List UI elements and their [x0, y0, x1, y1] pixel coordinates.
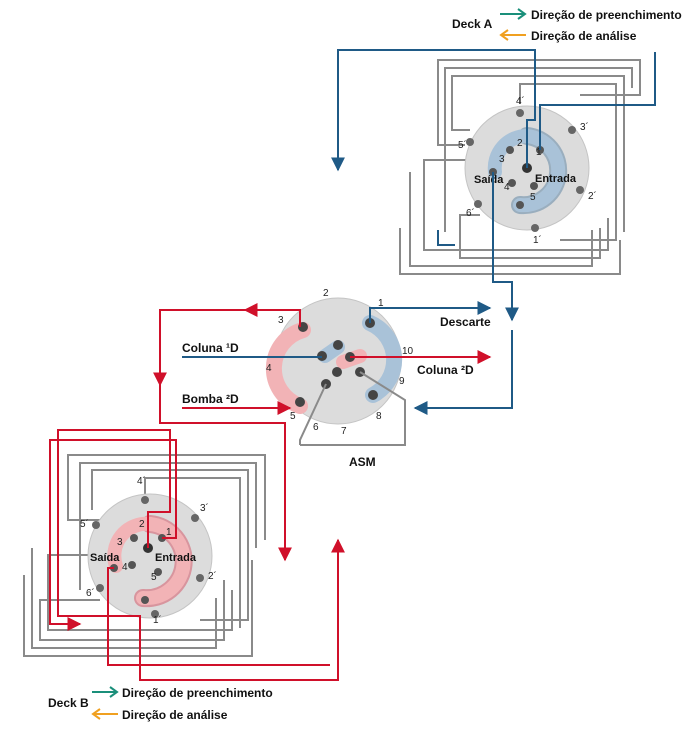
deck-b-port-2p: 2´	[208, 570, 217, 582]
deck-b-port-5p: 5´	[80, 518, 89, 530]
column-2d-label: Coluna ²D	[417, 363, 474, 377]
deck-b-port-6p: 6´	[86, 587, 95, 599]
deck-a-port-5p: 5´	[458, 139, 467, 151]
deck-a-sample-loops	[399, 59, 641, 275]
fill-direction-arrow-icon	[500, 8, 527, 20]
legend-deck-b-title: Deck B	[48, 696, 89, 710]
deck-a-port-4: 4	[504, 182, 510, 193]
deck-b-port-4p: 4´	[137, 475, 146, 487]
waste-label: Descarte	[440, 315, 491, 329]
deck-b-port-5: 5	[151, 572, 157, 583]
asm-port-8: 8	[376, 411, 382, 422]
deck-a-port-1p: 1´	[533, 234, 542, 246]
asm-title: ASM	[349, 455, 376, 469]
asm-port-4: 4	[266, 363, 272, 374]
deck-b-port-1p: 1´	[153, 614, 162, 626]
legend-deck-b-analysis: Direção de análise	[122, 708, 228, 722]
legend-deck-a-fill: Direção de preenchimento	[531, 8, 682, 22]
deck-a-port-2p: 2´	[588, 190, 597, 202]
asm-port-2: 2	[323, 288, 329, 299]
deck-b-outlet-label: Saída	[90, 552, 120, 564]
deck-b-port-3: 3	[117, 537, 123, 548]
asm-port-6: 6	[313, 422, 319, 433]
asm-connections	[182, 301, 492, 446]
analysis-direction-arrow-icon	[499, 29, 526, 41]
legend-deck-b: Deck B Direção de preenchimento Direção …	[48, 686, 273, 722]
deck-b-red-lines	[49, 309, 345, 681]
asm-port-3: 3	[278, 315, 284, 326]
asm-port-10: 10	[402, 346, 414, 357]
deck-b-inlet-label: Entrada	[155, 552, 197, 564]
deck-b-port-2: 2	[139, 519, 145, 530]
legend-deck-a: Deck A Direção de preenchimento Direção …	[452, 8, 682, 43]
deck-a-valve: 1 2 3 4 5 1´ 2´ 3´ 4´ 5´ 6´ Saída Entrad…	[458, 95, 597, 246]
asm-port-7: 7	[341, 426, 347, 437]
deck-a-blue-lines	[331, 49, 656, 415]
deck-b-sample-loops	[23, 454, 266, 657]
deck-a-port-3p: 3´	[580, 121, 589, 133]
legend-deck-a-analysis: Direção de análise	[531, 29, 637, 43]
deck-a-port-4p: 4´	[516, 95, 525, 107]
asm-port-5: 5	[290, 411, 296, 422]
deck-a-port-1: 1	[536, 147, 542, 158]
deck-b-port-3p: 3´	[200, 502, 209, 514]
pump-2d-label: Bomba ²D	[182, 392, 239, 406]
fill-direction-arrow-icon	[92, 686, 119, 698]
legend-deck-b-fill: Direção de preenchimento	[122, 686, 273, 700]
deck-a-port-6p: 6´	[466, 207, 475, 219]
analysis-direction-arrow-icon	[91, 708, 118, 720]
deck-b-port-1: 1	[166, 527, 172, 538]
deck-a-port-2: 2	[517, 138, 523, 149]
asm-valve: 1 2 3 4 5 6 7 8 9 10 ASM	[265, 288, 414, 469]
deck-b-valve: 1 2 3 4 5 1´ 2´ 3´ 4´ 5´ 6´ Saída Entrad…	[80, 475, 217, 626]
legend-deck-a-title: Deck A	[452, 17, 493, 31]
asm-port-1: 1	[378, 298, 384, 309]
deck-a-inlet-label: Entrada	[535, 173, 577, 185]
deck-a-port-5: 5	[530, 192, 536, 203]
column-1d-label: Coluna ¹D	[182, 341, 239, 355]
asm-port-9: 9	[399, 376, 405, 387]
deck-a-port-3: 3	[499, 154, 505, 165]
deck-b-port-4: 4	[122, 562, 128, 573]
deck-a-outlet-label: Saída	[474, 174, 504, 186]
